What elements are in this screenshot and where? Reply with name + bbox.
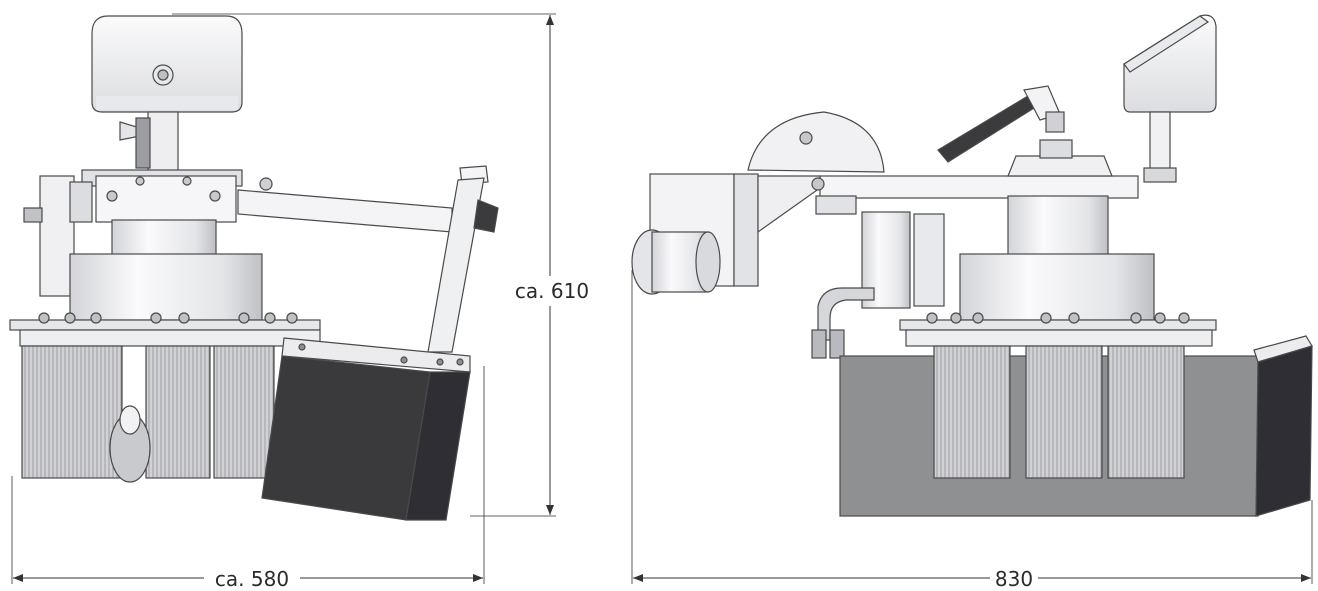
left-upper-cylinder [111, 219, 217, 257]
left-brush-1 [21, 345, 123, 479]
right-guard-disk [747, 111, 885, 173]
right-upper-cylinder [1007, 195, 1109, 257]
right-motor-top [1007, 155, 1113, 177]
right-width-label: 830 [995, 567, 1033, 591]
right-view-machine [631, 14, 1313, 517]
right-brush-2 [1025, 345, 1103, 479]
right-brush-1 [933, 345, 1011, 479]
right-control-box [1123, 14, 1217, 183]
right-brush-3 [1107, 345, 1185, 479]
right-base-plate [899, 319, 1217, 331]
left-arm [237, 189, 453, 233]
left-view-machine [9, 15, 499, 521]
left-handle [427, 165, 499, 353]
left-width-label: ca. 580 [215, 567, 289, 591]
left-control-box [91, 15, 243, 113]
left-brush-2 [145, 345, 211, 479]
left-side-bracket [39, 175, 75, 297]
left-post [147, 111, 179, 173]
left-shield [261, 337, 471, 521]
right-brush-holders [905, 329, 1213, 347]
left-brush-holders [19, 329, 321, 347]
right-hose-fittings [811, 287, 875, 359]
right-main-cylinder [959, 253, 1155, 321]
left-brush-3 [213, 345, 275, 479]
right-pipe-fitting [631, 229, 721, 295]
left-main-cylinder [69, 253, 263, 321]
right-shield-side [1255, 345, 1313, 517]
height-label: ca. 610 [515, 279, 589, 303]
right-arm [819, 175, 1139, 199]
right-handle [937, 85, 1065, 163]
left-wing-screw [119, 117, 151, 169]
